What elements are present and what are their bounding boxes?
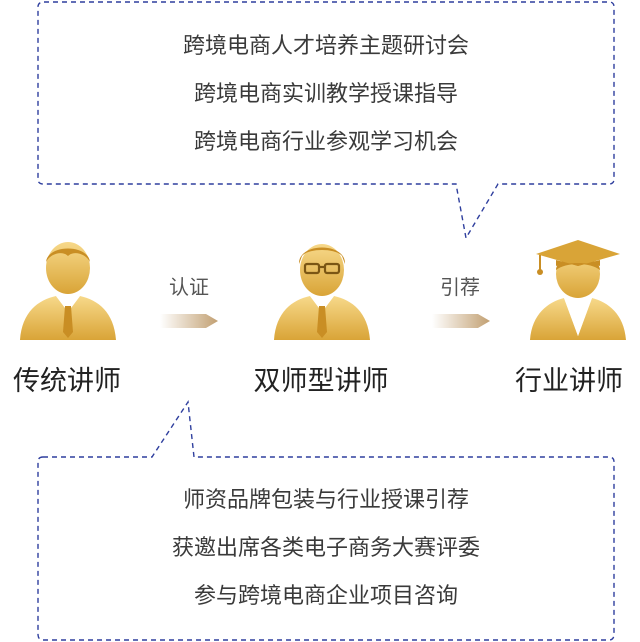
top-callout-text: 跨境电商人才培养主题研讨会 跨境电商实训教学授课指导 跨境电商行业参观学习机会 <box>38 23 614 167</box>
dual-lecturer-label: 双师型讲师 <box>253 366 389 397</box>
relation-certify-label: 认证 <box>169 275 209 299</box>
bottom-callout-text: 师资品牌包装与行业授课引荐 获邀出席各类电子商务大赛评委 参与跨境电商企业项目咨… <box>38 477 614 621</box>
bottom-callout-line: 师资品牌包装与行业授课引荐 <box>182 488 469 513</box>
dual-lecturer-icon <box>274 244 370 340</box>
top-callout-line: 跨境电商行业参观学习机会 <box>193 130 458 155</box>
traditional-lecturer-icon <box>20 242 116 340</box>
relation-recommend-label: 引荐 <box>440 275 480 299</box>
industry-lecturer-icon <box>530 240 626 340</box>
traditional-lecturer-label: 传统讲师 <box>13 366 121 397</box>
top-callout-border <box>37 1 615 240</box>
certify-arrow-icon <box>160 314 218 328</box>
recommend-arrow-icon <box>432 314 490 328</box>
top-callout-line: 跨境电商实训教学授课指导 <box>193 82 458 107</box>
top-callout-line: 跨境电商人才培养主题研讨会 <box>182 34 469 59</box>
bottom-callout-line: 获邀出席各类电子商务大赛评委 <box>171 536 480 561</box>
bottom-callout-line: 参与跨境电商企业项目咨询 <box>193 584 458 609</box>
industry-lecturer-label: 行业讲师 <box>515 366 623 397</box>
